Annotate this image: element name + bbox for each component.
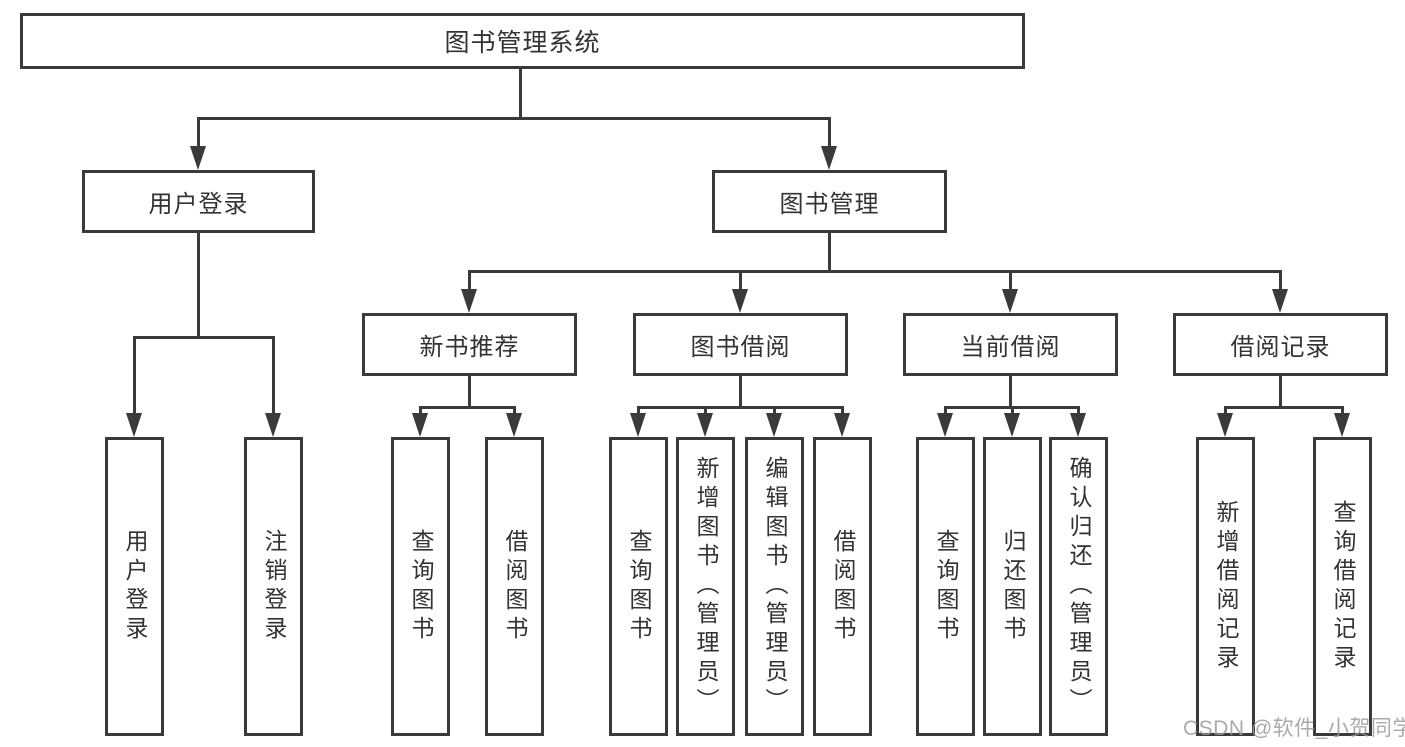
leaf-query-books-1-label: 查询图书	[408, 528, 434, 645]
connector-line	[468, 376, 471, 409]
node-borrowing-records-label: 借阅记录	[1230, 334, 1331, 361]
connector-line	[197, 233, 200, 339]
leaf-add-borrow-record-label: 新增借阅记录	[1213, 499, 1239, 674]
leaf-add-book-admin: 新增图书（管理员）	[676, 437, 735, 736]
leaf-query-borrow-record-label: 查询借阅记录	[1330, 499, 1356, 674]
node-library-system: 图书管理系统	[20, 13, 1025, 69]
connector-line	[419, 406, 422, 416]
arrow-down-icon	[697, 413, 713, 437]
connector-line	[1077, 406, 1080, 416]
arrow-down-icon	[1334, 413, 1350, 437]
connector-line	[197, 117, 831, 120]
node-current-borrowing-label: 当前借阅	[960, 334, 1061, 361]
connector-line	[468, 270, 471, 292]
arrow-down-icon	[766, 413, 782, 437]
connector-line	[1011, 406, 1014, 416]
node-user-login: 用户登录	[82, 170, 315, 233]
node-book-management-label: 图书管理	[779, 191, 880, 218]
node-library-system-label: 图书管理系统	[444, 29, 601, 57]
arrow-down-icon	[1004, 413, 1020, 437]
node-new-book-recommend: 新书推荐	[362, 313, 577, 376]
connector-line	[419, 406, 516, 409]
leaf-query-books-1: 查询图书	[391, 437, 450, 736]
connector-line	[1224, 406, 1227, 416]
connector-line	[739, 376, 742, 409]
node-user-login-label: 用户登录	[148, 191, 249, 218]
connector-line	[944, 406, 947, 416]
connector-line	[519, 69, 522, 120]
csdn-watermark: CSDN @软件_小贺同学	[1183, 717, 1405, 740]
node-book-borrowing-label: 图书借阅	[690, 334, 791, 361]
arrow-down-icon	[937, 413, 953, 437]
leaf-return-books: 归还图书	[983, 437, 1042, 736]
arrow-down-icon	[1002, 289, 1018, 313]
connector-line	[704, 406, 707, 416]
node-book-borrowing: 图书借阅	[633, 313, 848, 376]
arrow-down-icon	[190, 146, 206, 170]
arrow-down-icon	[732, 289, 748, 313]
leaf-query-books-2-label: 查询图书	[626, 528, 652, 645]
connector-line	[1224, 406, 1344, 409]
leaf-logout-label: 注销登录	[261, 528, 287, 645]
connector-line	[1279, 376, 1282, 409]
connector-line	[739, 270, 742, 292]
node-new-book-recommend-label: 新书推荐	[419, 334, 520, 361]
leaf-logout: 注销登录	[244, 437, 303, 736]
arrow-down-icon	[265, 413, 281, 437]
leaf-confirm-return-admin-label: 确认归还（管理员）	[1066, 456, 1092, 717]
connector-line	[1341, 406, 1344, 416]
leaf-user-login: 用户登录	[105, 437, 164, 736]
leaf-confirm-return-admin: 确认归还（管理员）	[1049, 437, 1108, 736]
leaf-borrow-books-1: 借阅图书	[485, 437, 544, 736]
arrow-down-icon	[506, 413, 522, 437]
connector-line	[133, 336, 275, 339]
connector-line	[1279, 270, 1282, 292]
arrow-down-icon	[630, 413, 646, 437]
leaf-return-books-label: 归还图书	[1000, 528, 1026, 645]
leaf-edit-book-admin-label: 编辑图书（管理员）	[762, 456, 788, 717]
leaf-query-borrow-record: 查询借阅记录	[1313, 437, 1372, 736]
connector-line	[133, 336, 136, 416]
arrow-down-icon	[1272, 289, 1288, 313]
connector-line	[197, 117, 200, 149]
leaf-add-borrow-record: 新增借阅记录	[1196, 437, 1255, 736]
leaf-query-books-2: 查询图书	[609, 437, 668, 736]
connector-line	[513, 406, 516, 416]
leaf-query-books-3: 查询图书	[916, 437, 975, 736]
leaf-user-login-label: 用户登录	[122, 528, 148, 645]
connector-line	[637, 406, 640, 416]
connector-line	[828, 117, 831, 149]
arrow-down-icon	[1217, 413, 1233, 437]
leaf-borrow-books-1-label: 借阅图书	[502, 528, 528, 645]
connector-line	[773, 406, 776, 416]
connector-line	[637, 406, 844, 409]
connector-line	[828, 233, 831, 273]
connector-line	[468, 270, 1282, 273]
connector-line	[1009, 376, 1012, 409]
leaf-query-books-3-label: 查询图书	[933, 528, 959, 645]
node-borrowing-records: 借阅记录	[1173, 313, 1388, 376]
arrow-down-icon	[821, 146, 837, 170]
leaf-borrow-books-2: 借阅图书	[813, 437, 872, 736]
connector-line	[841, 406, 844, 416]
connector-line	[272, 336, 275, 416]
leaf-borrow-books-2-label: 借阅图书	[830, 528, 856, 645]
node-current-borrowing: 当前借阅	[903, 313, 1118, 376]
leaf-add-book-admin-label: 新增图书（管理员）	[693, 456, 719, 717]
arrow-down-icon	[126, 413, 142, 437]
node-book-management: 图书管理	[712, 170, 947, 233]
leaf-edit-book-admin: 编辑图书（管理员）	[745, 437, 804, 736]
arrow-down-icon	[461, 289, 477, 313]
connector-line	[1009, 270, 1012, 292]
arrow-down-icon	[1070, 413, 1086, 437]
arrow-down-icon	[834, 413, 850, 437]
arrow-down-icon	[412, 413, 428, 437]
